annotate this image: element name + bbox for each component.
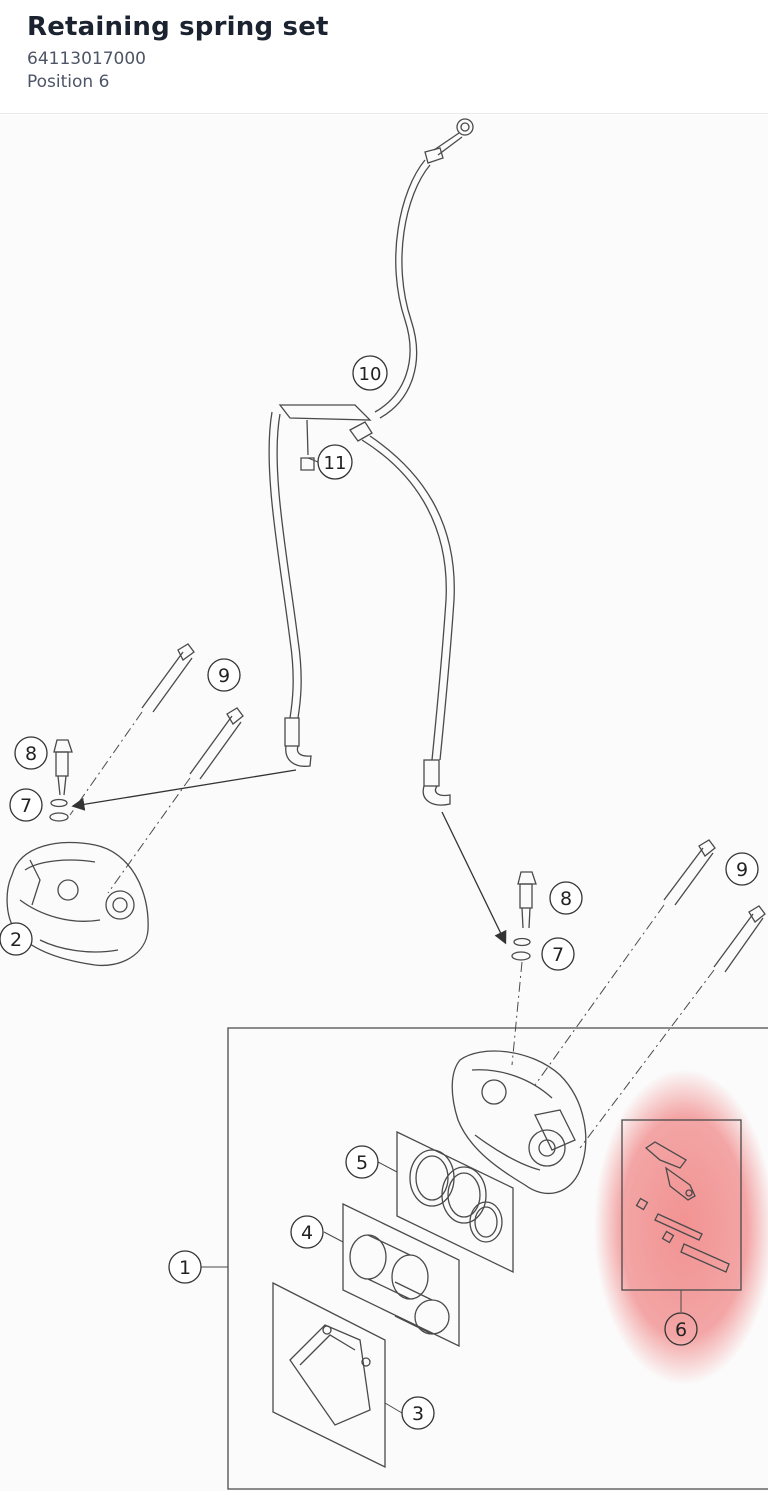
position-label: Position 6 bbox=[27, 72, 110, 92]
callout-9-left-label: 9 bbox=[218, 665, 230, 687]
callout-7-right-label: 7 bbox=[552, 944, 564, 966]
page-title: Retaining spring set bbox=[27, 12, 329, 42]
part-number: 64113017000 bbox=[27, 49, 146, 69]
callout-8-right[interactable]: 8 bbox=[549, 881, 583, 915]
callout-1[interactable]: 1 bbox=[168, 1250, 202, 1284]
callout-10-label: 10 bbox=[359, 364, 382, 385]
callout-2-label: 2 bbox=[10, 929, 22, 951]
callout-1-label: 1 bbox=[179, 1257, 191, 1279]
callout-9-left[interactable]: 9 bbox=[207, 658, 241, 692]
right-caliper bbox=[451, 839, 766, 1194]
assembly-guides bbox=[69, 711, 715, 1149]
seal-kit bbox=[396, 1130, 514, 1274]
left-caliper bbox=[6, 643, 244, 967]
diagram-svg: 1 2 3 4 5 6 7 bbox=[0, 118, 768, 1490]
brake-line bbox=[268, 118, 474, 806]
callout-7-left-label: 7 bbox=[20, 795, 32, 817]
callout-11-label: 11 bbox=[324, 453, 347, 474]
callout-8-left[interactable]: 8 bbox=[14, 736, 48, 770]
callout-9-right-label: 9 bbox=[736, 859, 748, 881]
arrow-left bbox=[71, 769, 297, 811]
callout-3-label: 3 bbox=[412, 1403, 424, 1425]
callout-5[interactable]: 5 bbox=[345, 1145, 379, 1179]
callout-9-right[interactable]: 9 bbox=[725, 852, 759, 886]
callout-6[interactable]: 6 bbox=[664, 1312, 698, 1346]
callout-5-label: 5 bbox=[356, 1152, 368, 1174]
exploded-parts-diagram: 1 2 3 4 5 6 7 bbox=[0, 115, 768, 1491]
selected-part-highlight bbox=[594, 1069, 768, 1385]
header: Retaining spring set 64113017000 Positio… bbox=[0, 0, 768, 114]
callout-11[interactable]: 11 bbox=[317, 444, 353, 480]
callout-6-label: 6 bbox=[675, 1319, 687, 1341]
callout-2[interactable]: 2 bbox=[0, 922, 33, 956]
callout-3[interactable]: 3 bbox=[401, 1396, 435, 1430]
callout-4[interactable]: 4 bbox=[290, 1215, 324, 1249]
brake-pad-kit bbox=[272, 1281, 386, 1469]
leader-lines bbox=[201, 457, 682, 1414]
arrow-right bbox=[441, 811, 507, 945]
callout-8-left-label: 8 bbox=[25, 743, 37, 765]
repair-kit-frame bbox=[227, 1027, 768, 1490]
callout-7-right[interactable]: 7 bbox=[541, 937, 575, 971]
callout-8-right-label: 8 bbox=[560, 888, 572, 910]
piston-kit bbox=[342, 1202, 460, 1348]
callout-7-left[interactable]: 7 bbox=[9, 788, 43, 822]
callout-10[interactable]: 10 bbox=[352, 355, 388, 391]
callout-4-label: 4 bbox=[301, 1222, 313, 1244]
